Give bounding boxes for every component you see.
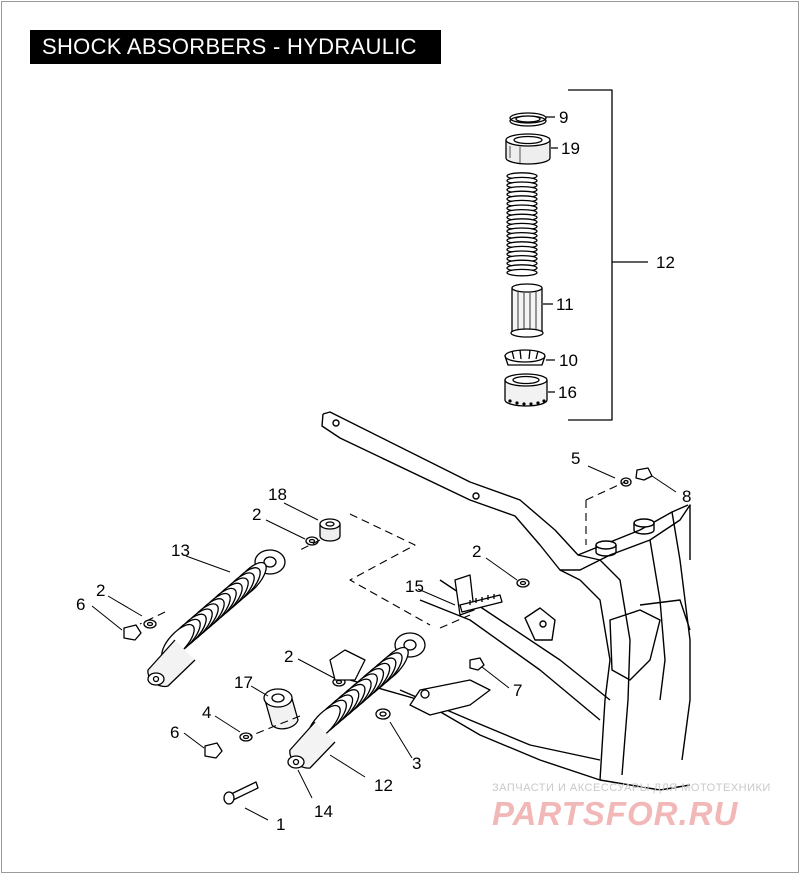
right-shock-absorber <box>287 632 426 769</box>
callout-2-top: 2 <box>252 505 261 524</box>
hardware-parts <box>123 467 653 805</box>
callout-7: 7 <box>513 681 522 700</box>
coil-spring-part <box>506 172 538 277</box>
adjuster-ring-part <box>504 349 546 366</box>
callout-8: 8 <box>682 487 691 506</box>
adjuster-cam-part <box>504 373 548 407</box>
callout-2-left: 2 <box>96 581 105 600</box>
callout-6-bottom: 6 <box>170 723 179 742</box>
callout-6-left: 6 <box>76 595 85 614</box>
callout-1: 1 <box>276 815 285 834</box>
retaining-ring-part <box>509 112 547 127</box>
callout-3: 3 <box>412 754 421 773</box>
callout-4: 4 <box>202 703 211 722</box>
callout-9: 9 <box>559 108 568 127</box>
callout-10: 10 <box>559 351 578 370</box>
assembly-center-lines <box>139 481 626 737</box>
callout-5: 5 <box>571 449 580 468</box>
diagram-title: SHOCK ABSORBERS - HYDRAULIC <box>30 30 441 64</box>
dust-cover-part <box>510 283 544 338</box>
callout-12-assembly: 12 <box>656 253 675 272</box>
callout-leaders <box>91 465 677 821</box>
callout-numbers: 9 19 12 11 10 16 5 8 18 2 13 2 6 15 2 2 … <box>76 108 691 834</box>
callout-12-shock: 12 <box>374 776 393 795</box>
spring-assembly-exploded <box>504 89 648 421</box>
spring-coil-turn <box>506 268 538 277</box>
callout-11: 11 <box>556 295 574 314</box>
watermark-brand: PARTSFOR.RU <box>492 795 739 832</box>
spring-cap-part <box>505 133 551 165</box>
callout-13: 13 <box>171 541 190 560</box>
watermark-tagline: ЗАПЧАСТИ И АКСЕССУАРЫ ДЛЯ МОТОТЕХНИКИ <box>492 782 771 794</box>
callout-15: 15 <box>405 577 424 596</box>
assembly-bracket <box>568 89 613 421</box>
callout-18: 18 <box>268 485 287 504</box>
callout-17: 17 <box>234 673 253 692</box>
callout-2-mid: 2 <box>284 647 293 666</box>
callout-2-frame: 2 <box>472 542 481 561</box>
motorcycle-frame <box>321 411 691 791</box>
callout-16: 16 <box>558 383 577 402</box>
left-shock-absorber <box>147 549 286 688</box>
callout-19: 19 <box>561 139 580 158</box>
callout-14: 14 <box>314 802 333 821</box>
